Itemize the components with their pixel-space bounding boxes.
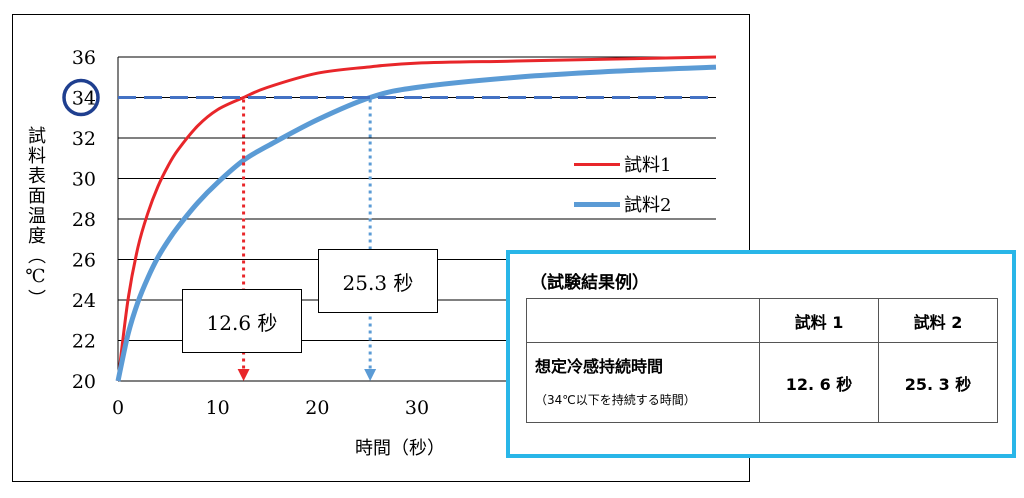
legend: 試料1 試料2 (574, 144, 671, 224)
results-row-label: 想定冷感持続時間 (535, 357, 664, 376)
y-tick-label: 34 (72, 88, 96, 110)
drop-arrowhead-2 (364, 369, 377, 381)
series-layer (115, 55, 717, 382)
results-header-empty (526, 298, 760, 343)
results-panel: （試験結果例） 試料 1 試料 2 想定冷感持続時間 （34℃以下を持続する時間… (506, 250, 1016, 458)
series-line-1 (116, 55, 717, 382)
y-tick-label: 26 (72, 250, 96, 272)
results-row-label-cell: 想定冷感持続時間 （34℃以下を持続する時間） (526, 342, 760, 423)
y-tick-label: 24 (72, 290, 96, 312)
y-tick-label: 28 (72, 209, 96, 231)
x-tick-label: 0 (112, 397, 124, 419)
y-tick-label: 20 (72, 371, 96, 393)
drop-arrowhead-1 (237, 369, 250, 381)
x-tick-label: 10 (206, 397, 230, 419)
results-header-series1: 試料 1 (759, 298, 879, 343)
legend-item-series1: 試料1 (574, 144, 671, 184)
x-tick-label: 30 (405, 397, 429, 419)
results-title: （試験結果例） (530, 273, 649, 293)
results-data-row: 想定冷感持続時間 （34℃以下を持続する時間） 12. 6 秒 25. 3 秒 (526, 342, 998, 423)
legend-label-series1: 試料1 (624, 155, 672, 176)
results-table: 試料 1 試料 2 想定冷感持続時間 （34℃以下を持続する時間） 12. 6 … (526, 298, 998, 423)
results-header-series2: 試料 2 (878, 298, 998, 343)
results-value-series1: 12. 6 秒 (759, 342, 879, 423)
y-axis-label: 試料表面温度（℃） (25, 126, 46, 309)
x-axis-label: 時間（秒） (355, 438, 445, 459)
legend-label-series2: 試料2 (624, 195, 672, 216)
y-tick-label: 30 (72, 169, 96, 191)
legend-swatch-series1 (574, 162, 620, 166)
callout-series2: 25.3 秒 (318, 249, 438, 313)
y-tick-label: 32 (72, 128, 96, 150)
callout-series1: 12.6 秒 (182, 289, 302, 353)
y-tick-label: 36 (72, 47, 96, 69)
legend-swatch-series2 (574, 201, 620, 207)
reference-tick-highlight-circle (62, 78, 100, 117)
series-line-2 (115, 64, 717, 382)
x-tick-label: 20 (305, 397, 329, 419)
results-row-sublabel: （34℃以下を持続する時間） (535, 393, 696, 407)
results-value-series2: 25. 3 秒 (878, 342, 998, 423)
axis-layer: 20 22 24 26 28 30 32 34 36 0 10 20 30 (62, 47, 429, 419)
y-tick-label: 22 (72, 331, 96, 353)
results-header-row: 試料 1 試料 2 (526, 298, 998, 343)
legend-item-series2: 試料2 (574, 184, 671, 224)
